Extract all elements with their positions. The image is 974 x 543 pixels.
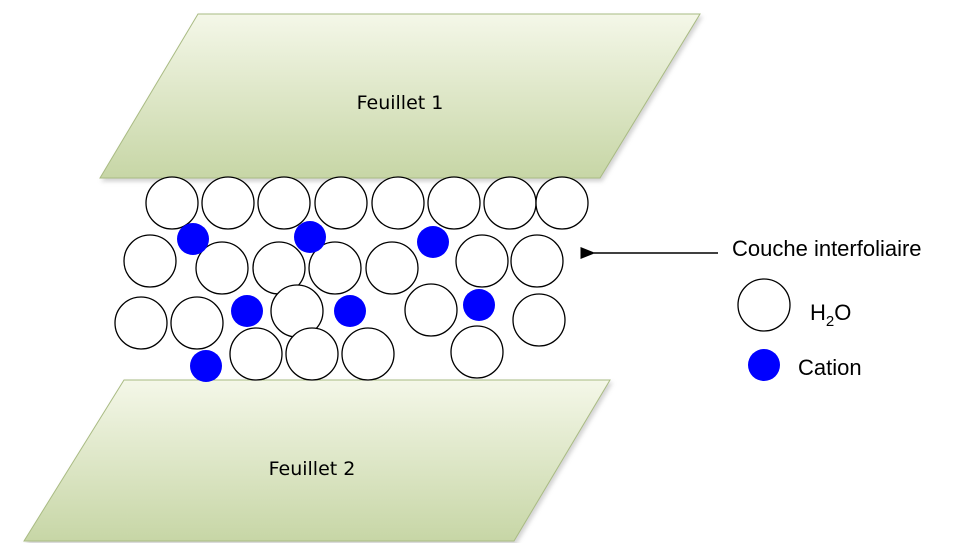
interlayer: [114, 176, 589, 382]
cation: [231, 295, 263, 327]
water-molecule: [145, 176, 199, 230]
sheet-1-shape: [99, 13, 701, 179]
water-molecule: [371, 176, 425, 230]
legend-water-label: H2O: [810, 300, 851, 330]
cation: [190, 350, 222, 382]
water-molecule: [195, 241, 249, 295]
water-molecule: [427, 176, 481, 230]
water-molecule: [285, 327, 339, 381]
water-molecule: [341, 327, 395, 381]
sheet-2: Feuillet 2: [23, 379, 611, 542]
legend-water-symbol: [737, 278, 791, 332]
water-molecule: [170, 296, 224, 350]
water-molecule: [510, 234, 564, 288]
interlayer-annotation: Couche interfoliaire: [580, 236, 922, 261]
cation: [417, 226, 449, 258]
legend-water-o: O: [834, 300, 851, 325]
water-molecule: [404, 283, 458, 337]
cation: [294, 221, 326, 253]
legend-water-h: H: [810, 300, 826, 325]
legend: H2O Cation: [737, 278, 862, 381]
water-molecule: [483, 176, 537, 230]
legend-water-subscript: 2: [826, 313, 834, 330]
water-molecule: [314, 176, 368, 230]
sheet-2-shape: [23, 379, 611, 542]
cation: [463, 289, 495, 321]
legend-cation-symbol: [748, 349, 780, 381]
water-molecule: [512, 293, 566, 347]
sheet-1-label: Feuillet 1: [357, 92, 444, 114]
water-molecule: [308, 241, 362, 295]
water-molecule: [229, 327, 283, 381]
water-molecule: [201, 176, 255, 230]
water-molecule: [365, 241, 419, 295]
water-molecule: [257, 176, 311, 230]
water-molecule: [123, 234, 177, 288]
water-molecule: [114, 296, 168, 350]
water-molecule: [535, 176, 589, 230]
legend-cation-label: Cation: [798, 355, 862, 380]
sheet-1: Feuillet 1: [99, 13, 701, 179]
annotation-label: Couche interfoliaire: [732, 236, 922, 261]
sheet-2-label: Feuillet 2: [269, 458, 356, 480]
cation: [334, 295, 366, 327]
cation: [177, 223, 209, 255]
water-molecule: [455, 234, 509, 288]
water-molecule: [450, 325, 504, 379]
